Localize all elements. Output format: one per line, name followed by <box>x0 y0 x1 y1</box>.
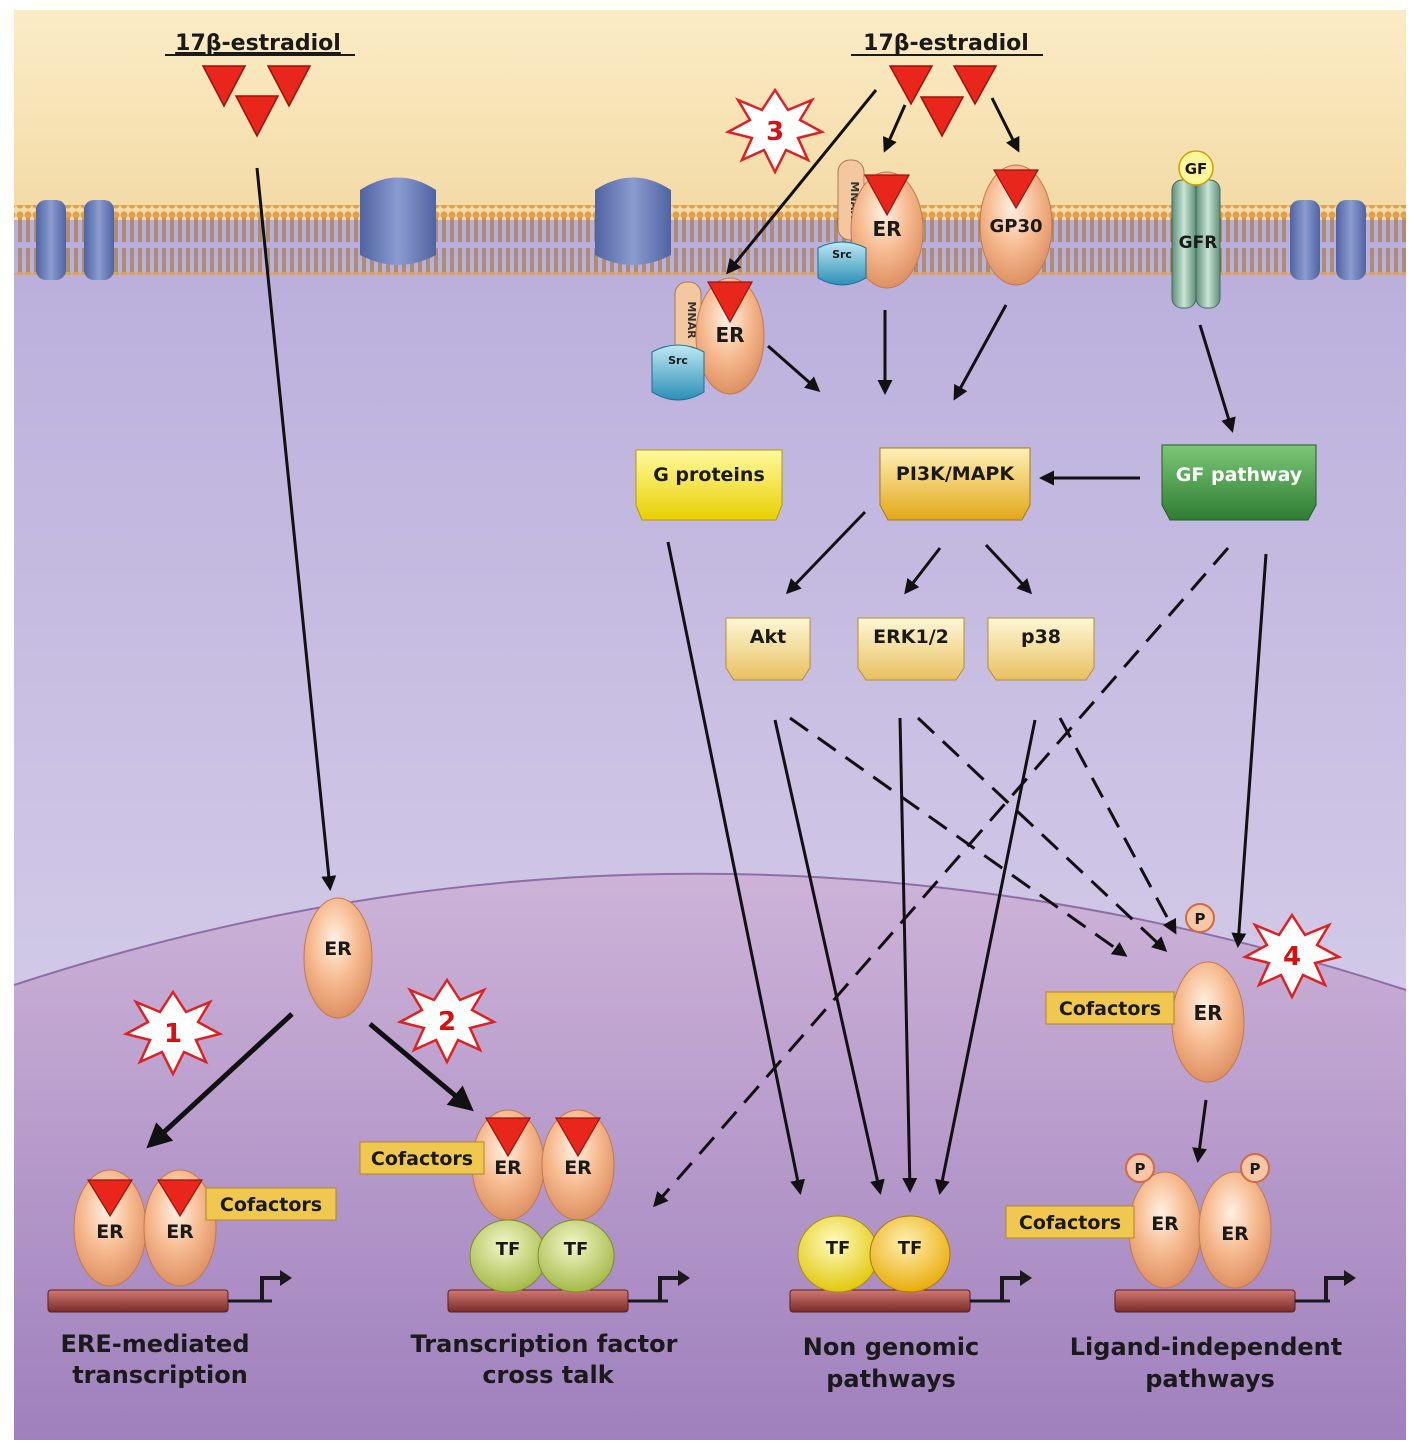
ligand-label-right: 17β-estradiol <box>863 31 1029 56</box>
caption-crosstalk-line1: Transcription factor <box>411 1330 678 1358</box>
caption-ere-line2: transcription <box>72 1361 248 1389</box>
crosstalk-er-label-1: ER <box>494 1157 522 1179</box>
pi3k-mapk-label: PI3K/MAPK <box>896 463 1015 485</box>
phospho-label-right: P <box>1250 1160 1261 1178</box>
phospho-label-left: P <box>1135 1160 1146 1178</box>
phospho-er-label: ER <box>1193 1001 1222 1025</box>
erk-label: ERK1/2 <box>873 626 949 648</box>
thick-arrows <box>146 1012 474 1149</box>
dna-promoter-2 <box>447 1270 690 1313</box>
gf-pathway-label: GF pathway <box>1176 464 1303 486</box>
membrane-channel-1 <box>36 200 114 280</box>
membrane-er-complex: MNAR ER Src <box>817 159 924 289</box>
nuclear-er: ER <box>303 897 373 1019</box>
tf-crosstalk-complex: ER ER TF TF Cofactors <box>359 1109 615 1293</box>
dashed-arrows <box>653 547 1230 1208</box>
cofactors-label-phospho: Cofactors <box>1059 998 1161 1020</box>
caption-li-line1: Ligand-independent <box>1070 1333 1342 1361</box>
erk-box: ERK1/2 <box>857 617 965 681</box>
cofactors-label-li: Cofactors <box>1019 1212 1121 1234</box>
p38-box: p38 <box>987 617 1095 681</box>
marker-1: 1 <box>122 989 224 1077</box>
akt-box: Akt <box>725 617 811 681</box>
phospho-label-top: P <box>1195 910 1206 928</box>
gf-label: GF <box>1185 160 1208 178</box>
membrane-channel-2 <box>360 177 436 265</box>
crosstalk-tf-label-1: TF <box>496 1239 521 1260</box>
phospho-er: ER P Cofactors <box>1045 903 1245 1083</box>
caption-nongenomic-line1: Non genomic <box>803 1333 980 1361</box>
marker-3: 3 <box>724 87 826 175</box>
caption-crosstalk-line2: cross talk <box>482 1361 614 1389</box>
membrane-channel-3 <box>595 177 671 265</box>
cofactors-label-ere: Cofactors <box>220 1194 322 1216</box>
marker-4-label: 4 <box>1283 942 1301 972</box>
g-proteins-box: G proteins <box>635 449 783 521</box>
ere-er-label-2: ER <box>166 1221 194 1243</box>
estradiol-ligand-right <box>888 65 998 138</box>
dna-promoter-4 <box>1114 1270 1356 1313</box>
marker-3-label: 3 <box>766 117 784 147</box>
caption-ere-line1: ERE-mediated <box>60 1330 249 1358</box>
dna-promoter-1 <box>47 1270 292 1313</box>
nongenomic-tf-label-1: TF <box>826 1238 851 1259</box>
estradiol-ligand-left <box>201 65 312 138</box>
g-proteins-label: G proteins <box>653 464 765 486</box>
crosstalk-tf-label-2: TF <box>564 1239 589 1260</box>
cofactors-label-crosstalk: Cofactors <box>371 1148 473 1170</box>
pi3k-mapk-box: PI3K/MAPK <box>879 447 1031 521</box>
caption-nongenomic-line2: pathways <box>826 1365 956 1393</box>
crosstalk-er-label-2: ER <box>564 1157 592 1179</box>
gfr-label: GFR <box>1179 233 1218 253</box>
akt-label: Akt <box>750 626 786 648</box>
li-er-label-2: ER <box>1221 1223 1249 1245</box>
gf-receptor: GFR GF <box>1171 150 1221 309</box>
cytoplasmic-er-label: ER <box>715 323 744 347</box>
solid-arrows <box>255 89 1268 1195</box>
nongenomic-tf-label-2: TF <box>898 1238 923 1259</box>
marker-4: 4 <box>1241 912 1343 1000</box>
ere-er-label-1: ER <box>96 1221 124 1243</box>
marker-2-label: 2 <box>438 1007 456 1037</box>
gf-pathway-box: GF pathway <box>1161 444 1317 521</box>
marker-2: 2 <box>396 977 498 1065</box>
src-label-cyto: Src <box>668 354 688 367</box>
p38-label: p38 <box>1021 626 1061 648</box>
gp30-receptor: GP30 <box>979 164 1053 286</box>
nongenomic-tf-complex: TF TF <box>797 1215 951 1293</box>
gp30-label: GP30 <box>989 216 1042 237</box>
dna-promoter-3 <box>789 1270 1032 1313</box>
membrane-er-label: ER <box>872 217 901 241</box>
ligand-label-left: 17β-estradiol <box>175 31 341 56</box>
caption-li-line2: pathways <box>1145 1365 1275 1393</box>
li-er-label-1: ER <box>1151 1213 1179 1235</box>
nuclear-er-label: ER <box>324 938 352 960</box>
mnar-label-cyto: MNAR <box>685 301 698 339</box>
src-label-top: Src <box>832 248 852 261</box>
membrane-channel-4 <box>1290 200 1366 280</box>
marker-1-label: 1 <box>164 1019 182 1049</box>
ere-dimer: ER ER Cofactors <box>73 1169 337 1287</box>
ligand-independent-dimer: ER ER P P Cofactors <box>1005 1153 1272 1289</box>
cytoplasmic-er-complex: MNAR ER Src <box>651 277 765 401</box>
